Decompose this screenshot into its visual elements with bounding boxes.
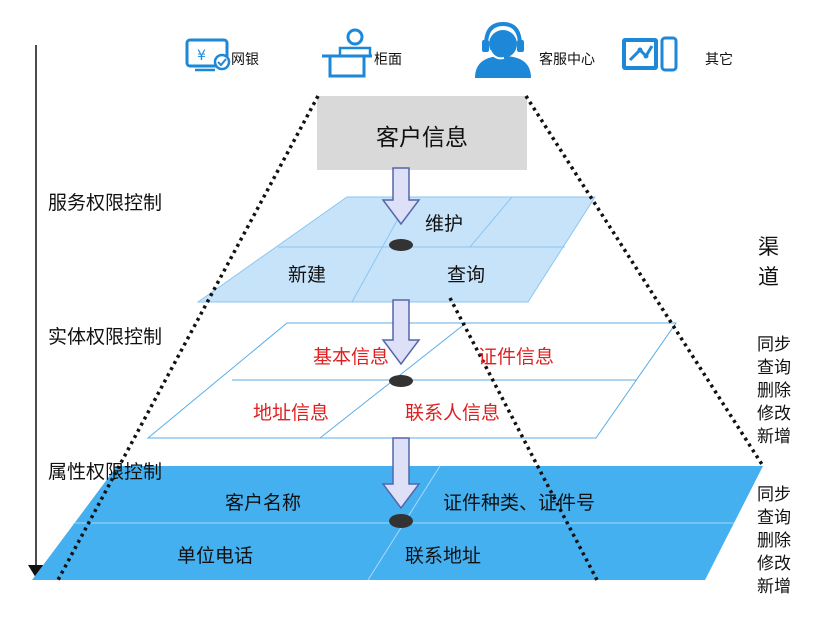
entity-cell-address-info: 地址信息 bbox=[253, 402, 330, 424]
entity-op-query: 查询 bbox=[757, 358, 791, 378]
online-banking-icon: ¥ bbox=[185, 38, 231, 72]
side-channel-char: 渠 bbox=[758, 235, 779, 259]
service-cell-create: 新建 bbox=[288, 264, 327, 286]
channel-label-counter: 柜面 bbox=[374, 52, 402, 68]
entity-op-sync: 同步 bbox=[757, 335, 791, 355]
channel-label-customer-service: 客服中心 bbox=[539, 52, 595, 68]
svg-text:¥: ¥ bbox=[197, 48, 206, 64]
entity-cell-contact-info: 联系人信息 bbox=[405, 402, 501, 424]
service-grid-v2 bbox=[469, 196, 513, 248]
attribute-layer-label: 属性权限控制 bbox=[48, 461, 163, 483]
entity-cell-basic-info: 基本信息 bbox=[313, 346, 390, 368]
pyramid-right-edge bbox=[524, 95, 765, 467]
node-dot-service bbox=[389, 239, 413, 251]
attribute-cell-work-phone: 单位电话 bbox=[177, 545, 254, 567]
node-dot-entity bbox=[389, 375, 413, 387]
attribute-op-delete: 删除 bbox=[757, 531, 791, 551]
side-channel-label: 渠 道 bbox=[758, 232, 779, 292]
other-device-icon bbox=[622, 36, 678, 72]
entity-operations-list: 同步 查询 删除 修改 新增 bbox=[757, 334, 791, 449]
attribute-cell-contact-address: 联系地址 bbox=[405, 545, 482, 567]
customer-service-icon bbox=[475, 21, 531, 78]
flow-arrow-1 bbox=[381, 167, 421, 226]
customer-info-box bbox=[317, 96, 527, 170]
entity-cell-id-info: 证件信息 bbox=[478, 346, 555, 368]
attribute-op-add: 新增 bbox=[757, 577, 791, 597]
vertical-axis-arrowhead bbox=[28, 565, 44, 578]
entity-op-add: 新增 bbox=[757, 427, 791, 447]
entity-op-modify: 修改 bbox=[757, 404, 791, 424]
entity-op-delete: 删除 bbox=[757, 381, 791, 401]
entity-layer-label: 实体权限控制 bbox=[48, 326, 163, 348]
pyramid-left-edge bbox=[56, 95, 320, 581]
service-cell-maintain: 维护 bbox=[425, 213, 464, 235]
attribute-op-sync: 同步 bbox=[757, 485, 791, 505]
node-dot-attribute bbox=[389, 514, 413, 528]
attribute-cell-customer-name: 客户名称 bbox=[225, 492, 302, 514]
channel-label-other: 其它 bbox=[705, 52, 733, 68]
attribute-op-query: 查询 bbox=[757, 508, 791, 528]
attribute-cell-id-type-number: 证件种类、证件号 bbox=[443, 492, 596, 514]
flow-arrow-3 bbox=[381, 437, 421, 510]
service-cell-query: 查询 bbox=[447, 264, 486, 286]
attribute-op-modify: 修改 bbox=[757, 554, 791, 574]
counter-icon bbox=[322, 28, 372, 78]
side-channel-char: 道 bbox=[758, 265, 779, 289]
customer-info-title: 客户信息 bbox=[376, 125, 468, 151]
flow-arrow-2 bbox=[381, 299, 421, 366]
channel-label-online-banking: 网银 bbox=[231, 52, 259, 68]
service-layer-label: 服务权限控制 bbox=[48, 192, 163, 214]
attribute-operations-list: 同步 查询 删除 修改 新增 bbox=[757, 484, 791, 599]
